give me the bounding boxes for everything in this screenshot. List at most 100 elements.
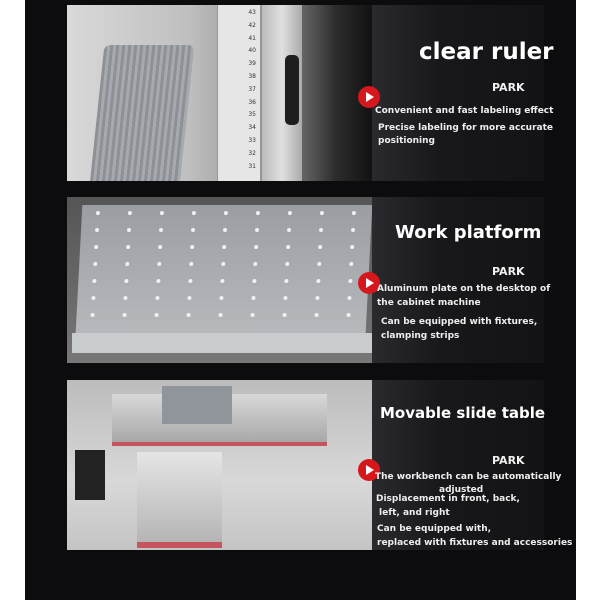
plate-hole [314,313,319,317]
cable-chain-image [75,450,105,500]
plate-hole [319,211,325,215]
plate-hole [126,228,132,232]
slide-table-photo [67,380,372,550]
description-line: left, and right [379,508,450,518]
description-line: Aluminum plate on the desktop of [377,284,551,294]
ruler-tick-label: 32 [248,149,256,157]
text-panel: Movable slide table PARK The workbench c… [358,380,572,550]
plate-hole [127,211,133,215]
plate-hole [126,245,131,249]
text-panel: clear ruler PARK Convenient and fast lab… [358,5,554,181]
plate-edge-image [72,333,372,353]
plate-hole [221,262,226,266]
plate-hole [90,313,95,317]
plate-hole [187,296,192,300]
slide-plate-image [162,386,232,424]
ruler-tick-label: 38 [248,73,256,80]
plate-hole [350,245,355,249]
plate-hole [283,296,288,300]
knob-image [285,55,299,125]
plate-hole [190,228,196,232]
description-line: Can be equipped with fixtures, [381,317,538,327]
plate-hole [93,262,98,266]
plate-hole [188,279,193,283]
description-line: clamping strips [381,331,460,341]
plate-hole [254,228,260,232]
aluminum-plate-image [75,205,372,333]
ruler-tick-label: 33 [248,137,256,144]
plate-hole [284,279,289,283]
ruler-tick-label: 37 [248,85,256,93]
section-title: clear ruler [419,39,554,65]
plate-hole [348,279,353,283]
plate-hole [351,211,357,215]
plate-hole [125,262,130,266]
plate-hole [190,245,195,249]
brand-label: PARK [492,81,525,94]
plate-hole [222,245,227,249]
plate-hole [158,245,163,249]
plate-hole [347,296,352,300]
plate-hole [220,279,225,283]
ruler-tick-label: 31 [248,162,256,170]
plate-hole [282,313,287,317]
plate-hole [219,296,224,300]
brand-label: PARK [492,265,525,278]
plate-hole [223,211,229,215]
section-movable-slide-table: Movable slide table PARK The workbench c… [67,380,572,550]
ruler-tick-label: 40 [248,47,256,55]
plate-hole [92,279,97,283]
plate-hole [285,262,290,266]
description-line: positioning [378,136,435,146]
plate-hole [253,262,258,266]
plate-hole [286,245,291,249]
text-panel: Work platform PARK Aluminum plate on the… [358,197,550,363]
play-icon [358,459,380,481]
section-work-platform: Work platform PARK Aluminum plate on the… [67,197,550,363]
plate-hole [154,313,159,317]
description-line: replaced with fixtures and accessories [377,538,573,548]
plate-hole [159,211,165,215]
plate-hole [91,296,96,300]
plate-hole [222,228,228,232]
plate-hole [318,245,323,249]
plate-hole [346,313,351,317]
ruler-tick-label: 43 [248,9,256,16]
description-line: Convenient and fast labeling effect [375,106,554,116]
section-title: Movable slide table [380,404,546,422]
ruler-tick-label: 34 [248,124,256,132]
platform-photo [67,197,372,363]
description-line: adjusted [439,485,484,495]
plate-hole [94,228,100,232]
plate-hole [95,211,101,215]
plate-hole [218,313,223,317]
description-line: Can be equipped with, [377,524,492,534]
ruler-tick-label: 42 [248,21,256,29]
ruler-tick-label: 41 [248,34,256,42]
plate-hole [350,228,356,232]
y-axis-beam-image [137,452,222,548]
rail-image [89,45,195,181]
description-line: Displacement in front, back, [376,494,520,504]
plate-hole [123,296,128,300]
plate-hole [286,228,292,232]
plate-hole [254,245,259,249]
plate-hole [317,262,322,266]
plate-hole [255,211,261,215]
ruler-tick-label: 39 [248,60,256,68]
plate-hole [191,211,197,215]
plate-hole [315,296,320,300]
plate-hole [94,245,99,249]
plate-hole [251,296,256,300]
plate-hole [250,313,255,317]
plate-hole [287,211,293,215]
brand-label: PARK [492,454,525,467]
plate-hole [155,296,160,300]
ruler-tick-label: 35 [248,111,256,119]
plate-hole [189,262,194,266]
plate-hole [349,262,354,266]
plate-hole [316,279,321,283]
